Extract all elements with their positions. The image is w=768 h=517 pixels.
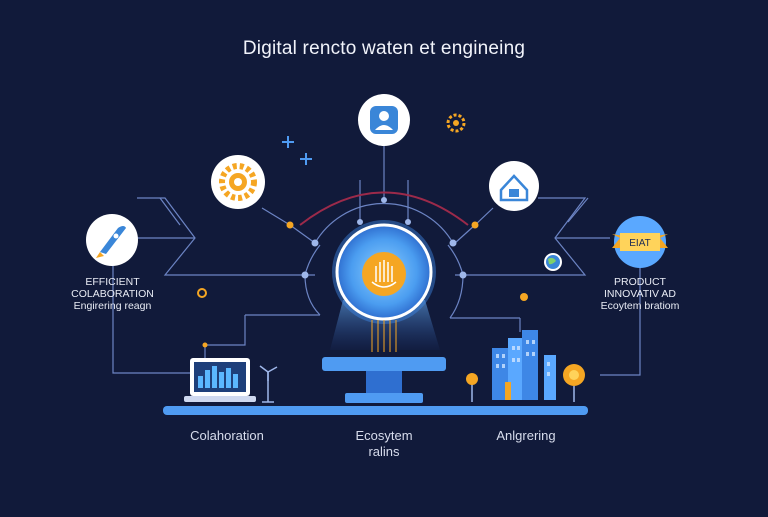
left-label-line-1: EFFICIENT [85, 276, 140, 288]
right-label-line-2: INNOVATIV AD [604, 288, 676, 300]
caption-center: Ecosytem ralins [324, 428, 444, 460]
outer-arc [299, 191, 469, 226]
left-label: EFFICIENT COLABORATION Engirering reagn [55, 276, 170, 312]
person-icon [358, 94, 410, 146]
hand-icon [371, 260, 397, 288]
tree-icon [466, 364, 585, 402]
ribbon-icon: EIAT [612, 216, 668, 268]
caption-center-line-1: Ecosytem [355, 428, 413, 443]
connector-dots [202, 197, 479, 348]
right-label: PRODUCT INNOVATIV AD Ecoytem bratiom [580, 276, 700, 312]
ribbon-tag: EIAT [629, 238, 650, 249]
pedestal [322, 357, 446, 403]
laptop-icon [184, 358, 256, 402]
right-label-line-1: PRODUCT [614, 276, 666, 288]
home-icon [489, 161, 539, 211]
small-gear-icon [197, 113, 528, 301]
connector-lines [112, 145, 641, 376]
diagram-title: Digital rencto waten et engineing [242, 38, 526, 59]
city-icon [492, 330, 556, 400]
base-platform [163, 406, 588, 415]
caption-center-line-2: ralins [368, 444, 400, 459]
gear-icon [211, 155, 265, 209]
right-label-line-3: Ecoytem bratiom [600, 300, 680, 312]
sparkle-icon [282, 136, 312, 165]
central-hub [332, 220, 436, 352]
left-label-line-2: COLABORATION [71, 288, 154, 300]
turbine-icon [259, 365, 278, 403]
left-label-line-3: Engirering reagn [73, 300, 152, 312]
caption-left: Colahoration [190, 428, 264, 443]
globe-icon [544, 253, 562, 271]
rocket-icon [86, 214, 138, 266]
caption-right: Anlgrering [496, 428, 556, 443]
